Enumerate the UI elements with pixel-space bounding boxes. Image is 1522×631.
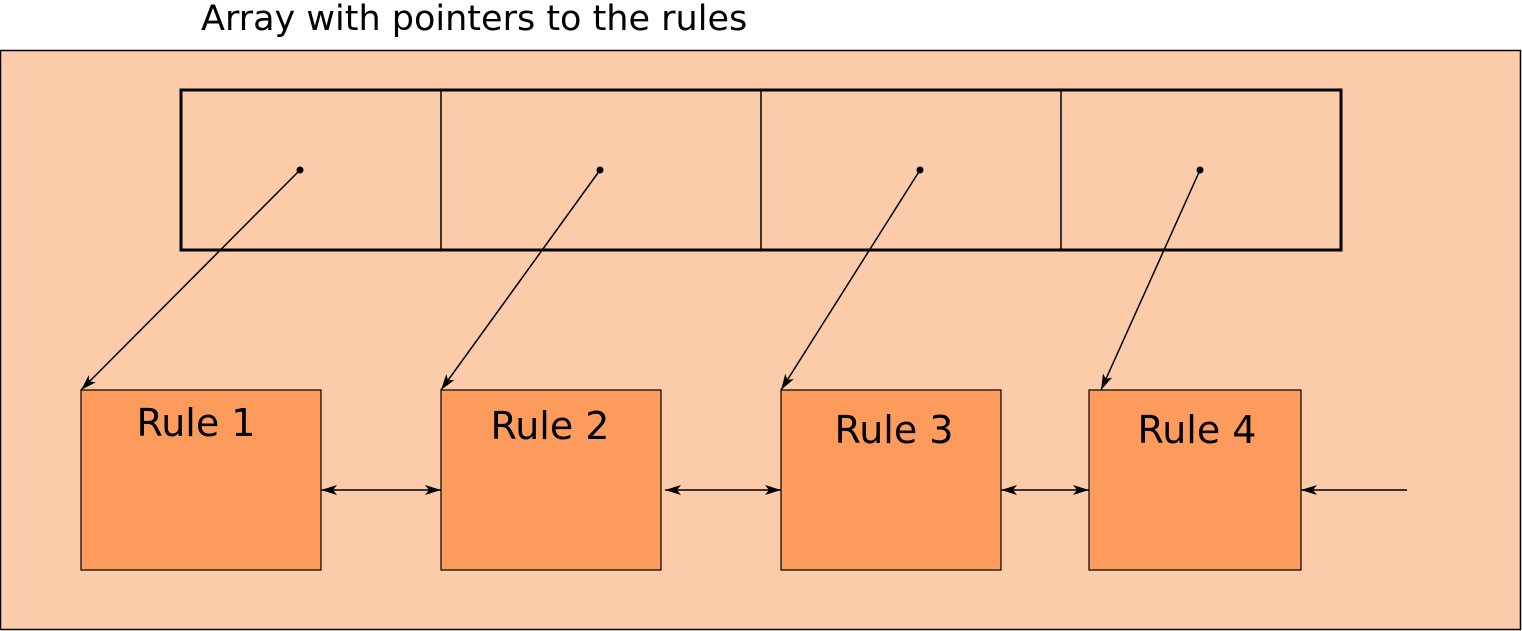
rule-label: Rule 2 [491, 404, 610, 448]
rule-box-3: Rule 3 [780, 389, 1002, 571]
rule-box-1: Rule 1 [80, 389, 322, 571]
pointer-array [179, 88, 1343, 252]
rule-box-4: Rule 4 [1088, 389, 1302, 571]
rule-label: Rule 1 [137, 401, 256, 445]
rule-label: Rule 3 [835, 408, 954, 452]
pointer-arrow [440, 169, 601, 391]
rule-box-2: Rule 2 [440, 389, 662, 571]
pointer-arrow [80, 169, 301, 391]
pointer-arrow [1100, 169, 1201, 391]
rule-label: Rule 4 [1138, 408, 1257, 452]
diagram-title: Array with pointers to the rules [201, 0, 748, 39]
pointer-arrow [780, 169, 921, 391]
